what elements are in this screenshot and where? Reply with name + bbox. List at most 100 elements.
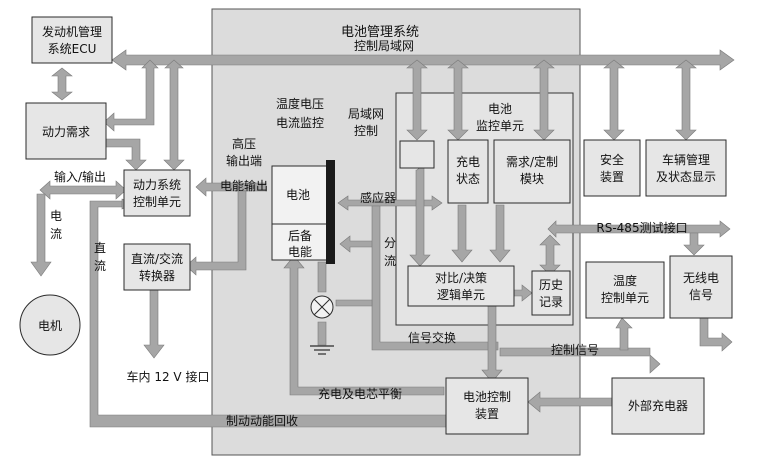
converter-line2: 转换器 bbox=[139, 268, 175, 283]
engine-ecu-line2: 系统ECU bbox=[48, 42, 97, 56]
converter-line1: 直流/交流 bbox=[131, 251, 183, 266]
lan-ctrl-line2: 控制 bbox=[354, 124, 378, 138]
high-voltage-1: 高压 bbox=[232, 136, 256, 151]
bus-to-vehicle-arrow bbox=[675, 59, 697, 141]
fuse-to-ground bbox=[317, 321, 327, 346]
control-to-temp-arrow bbox=[615, 317, 633, 351]
battery-label: 电池 bbox=[286, 188, 310, 202]
history-line1: 历史 bbox=[539, 278, 563, 292]
wireless-signal-box bbox=[669, 255, 733, 319]
safety-line2: 装置 bbox=[600, 170, 624, 184]
control-signal-label: 控制信号 bbox=[551, 343, 599, 357]
compare-line2: 逻辑单元 bbox=[437, 288, 485, 302]
monitor-line1: 电池 bbox=[488, 102, 512, 116]
bus-to-lan-arrow bbox=[406, 59, 428, 141]
bus-to-demand-arrow bbox=[103, 59, 159, 132]
dc-ac-converter-box bbox=[123, 243, 191, 291]
bus-to-charge-arrow bbox=[447, 59, 469, 141]
history-record-box bbox=[531, 270, 571, 316]
compare-to-bcu-arrow bbox=[481, 305, 503, 383]
bus-to-pcu-arrow bbox=[163, 59, 185, 171]
bus-to-safety-arrow bbox=[603, 59, 625, 141]
demand-to-pcu-arrow bbox=[102, 138, 147, 171]
shunt-vertical bbox=[371, 205, 499, 351]
powertrain-control-box bbox=[123, 169, 191, 217]
bcu-line2: 装置 bbox=[475, 407, 499, 421]
vehicle-line2: 及状态显示 bbox=[656, 170, 716, 184]
temp-control-box bbox=[585, 261, 665, 319]
history-line2: 记录 bbox=[539, 295, 563, 309]
external-charger-label: 外部充电器 bbox=[628, 398, 688, 413]
sensor-arrow bbox=[337, 195, 443, 211]
power-output-label: 电能输出 bbox=[220, 178, 268, 193]
charge-to-compare-arrow bbox=[451, 204, 473, 263]
io-label: 输入/输出 bbox=[54, 169, 106, 184]
charge-balance-arrow bbox=[283, 255, 445, 396]
backup-line2: 电能 bbox=[288, 245, 312, 259]
high-voltage-2: 输出端 bbox=[226, 153, 262, 168]
rs485-vertical-arrow bbox=[539, 234, 561, 276]
charge-state-box bbox=[447, 139, 489, 204]
demand-custom-line2: 模块 bbox=[520, 172, 544, 186]
dc-label-2: 流 bbox=[94, 259, 106, 273]
rs485-arrow bbox=[547, 220, 731, 238]
regen-braking-label: 制动动能回收 bbox=[226, 414, 298, 428]
current-to-motor-arrow bbox=[30, 193, 52, 277]
shunt-1: 分 bbox=[384, 236, 396, 250]
engine-ecu-line1: 发动机管理 bbox=[42, 24, 102, 39]
electric-flow-2: 流 bbox=[50, 227, 62, 241]
backup-line1: 后备 bbox=[288, 229, 312, 243]
ground-symbol bbox=[310, 345, 334, 355]
compare-decision-box bbox=[407, 265, 515, 307]
rs485-label: RS-485测试接口 bbox=[596, 220, 687, 235]
rs485-to-wireless-arrow bbox=[683, 232, 705, 256]
power-output-arrow bbox=[195, 177, 267, 197]
powertrain-line2: 控制单元 bbox=[133, 195, 181, 209]
power-demand-label: 动力需求 bbox=[42, 125, 90, 139]
hv-to-converter-arrow bbox=[185, 190, 247, 276]
safety-device-box bbox=[583, 139, 641, 197]
fuse-symbol bbox=[310, 295, 334, 319]
electric-flow-1: 电 bbox=[50, 209, 62, 223]
charge-state-line2: 状态 bbox=[456, 172, 480, 186]
backup-to-fuse-arrow bbox=[317, 261, 327, 293]
car-12v-label: 车内 12 V 接口 bbox=[127, 369, 210, 384]
safety-line1: 安全 bbox=[600, 152, 624, 167]
charger-to-bcu-arrow bbox=[527, 391, 613, 413]
vehicle-mgmt-box bbox=[645, 139, 727, 197]
signal-exchange-label: 信号交换 bbox=[408, 330, 456, 345]
temp-ctrl-line1: 温度 bbox=[613, 273, 637, 288]
bms-title: 电池管理系统 bbox=[341, 25, 419, 40]
motor-label: 电机 bbox=[38, 319, 62, 333]
ecu-demand-arrow bbox=[51, 67, 73, 101]
sensor-label: 感应器 bbox=[360, 190, 396, 205]
powertrain-line1: 动力系统 bbox=[133, 178, 181, 192]
bus-to-demandmod-arrow bbox=[533, 59, 555, 141]
battery-terminal bbox=[326, 160, 335, 264]
temp-voltage-2: 电流监控 bbox=[276, 116, 324, 130]
fuse-h-line bbox=[335, 299, 373, 307]
converter-to-12v-arrow bbox=[143, 289, 165, 359]
battery-control-box bbox=[445, 377, 529, 435]
can-bus-label: 控制局域网 bbox=[354, 39, 414, 53]
wireless-line2: 信号 bbox=[689, 288, 713, 302]
external-charger-box bbox=[611, 377, 705, 435]
motor-circle bbox=[19, 294, 81, 356]
monitor-line2: 监控单元 bbox=[476, 119, 524, 133]
charge-state-line1: 充电 bbox=[456, 154, 480, 169]
battery-box bbox=[271, 165, 329, 261]
charge-balance-label: 充电及电芯平衡 bbox=[318, 386, 402, 401]
wireless-out-arrow bbox=[699, 317, 733, 352]
temp-voltage-1: 温度电压 bbox=[276, 96, 324, 111]
control-signal-arrow bbox=[499, 347, 661, 374]
power-demand-box bbox=[25, 102, 107, 160]
demandmod-to-compare-arrow bbox=[489, 204, 511, 263]
demand-custom-box bbox=[493, 139, 571, 204]
compare-line1: 对比/决策 bbox=[435, 271, 487, 285]
demand-custom-line1: 需求/定制 bbox=[506, 154, 558, 169]
can-bus-arrow bbox=[111, 49, 735, 71]
dc-label-1: 直 bbox=[94, 241, 106, 255]
lan-ctrl-line1: 局域网 bbox=[348, 107, 384, 121]
